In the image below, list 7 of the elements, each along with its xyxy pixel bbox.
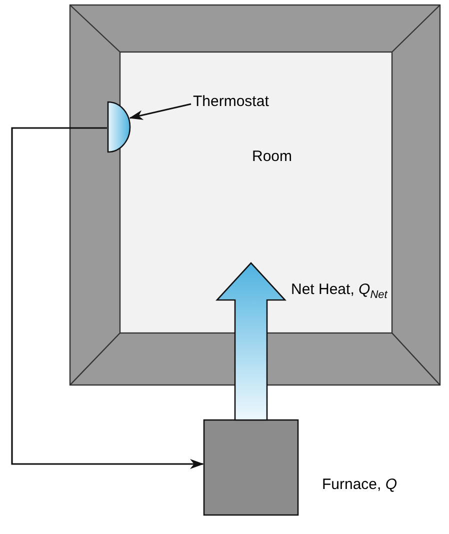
signal-line-arrow <box>11 127 204 469</box>
thermostat-label: Thermostat <box>193 93 269 110</box>
room-label: Room <box>252 148 292 165</box>
heat-flow-arrow <box>216 262 286 421</box>
furnace-label: Furnace, Q <box>322 476 398 493</box>
leader-line <box>129 103 192 120</box>
edge-label: Net Heat, Q$_{Net}$ <box>289 281 390 301</box>
